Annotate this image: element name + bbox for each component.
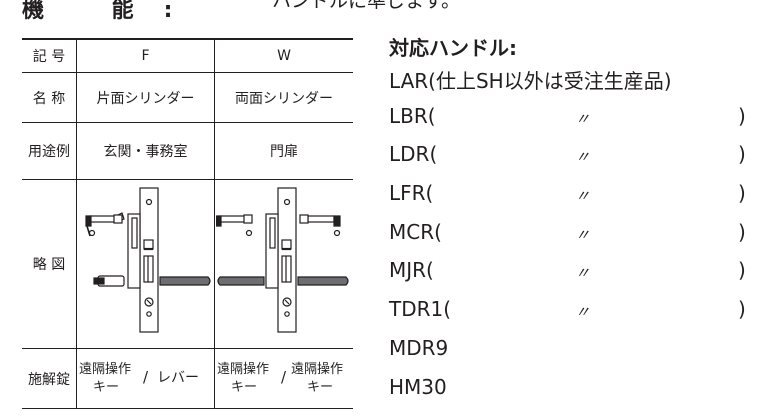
table-rule [22,122,353,123]
section-title: 機 能: [22,0,203,23]
handle-name: LFR( [389,181,434,205]
locking-f-remote: 遠隔操作 [79,362,132,377]
close-paren: ) [738,181,746,205]
handle-name: MDR9 [389,336,449,360]
table-col-divider [76,38,77,408]
close-paren: ) [738,297,746,321]
locking-w-remote-b: 遠隔操作 [291,362,344,377]
handle-item: HM30 [389,375,749,409]
locking-w-key-a: キー [231,380,258,395]
row-label-symbol: 記 号 [32,48,66,65]
handle-name: LDR( [389,142,438,166]
table-rule-bottom [22,408,353,409]
locking-f-lever: レバー [157,370,199,386]
table-rule [22,72,353,73]
close-paren: ) [738,104,746,128]
handle-item: LAR(仕上SH以外は受注生産品) [389,65,749,99]
symbol-f: F [141,47,150,64]
handle-name: MCR( [389,220,442,244]
row-label-diagram: 略 図 [32,257,66,273]
handle-name: TDR1( [389,297,452,321]
usage-f: 玄関・事務室 [103,144,188,160]
table-rule-top [22,38,353,40]
ditto-mark: 〃 [575,148,591,166]
table-rule [22,179,353,180]
handle-item: LFR( 〃 ) [389,181,749,215]
handle-item: TDR1( 〃 ) [389,297,749,331]
lock-diagram-w [216,187,349,333]
locking-w-key-b: キー [307,380,334,395]
handle-item: MCR( 〃 ) [389,220,749,254]
ditto-mark: 〃 [575,303,591,321]
handle-item: MDR9 [389,336,749,370]
close-paren: ) [738,220,746,244]
locking-w: 遠隔操作 キー / 遠隔操作 キー [215,349,353,408]
locking-f: 遠隔操作 キー / レバー [77,349,214,408]
ditto-mark: 〃 [575,110,591,128]
locking-w-sep: / [281,368,287,386]
handle-item: LDR( 〃 ) [389,142,749,176]
row-label-usage: 用途例 [28,144,70,160]
close-paren: ) [738,142,746,166]
name-f: 片面シリンダー [96,90,195,107]
lock-diagram-f [85,187,211,333]
symbol-w: W [277,47,291,64]
handle-item: LBR( 〃 ) [389,104,749,138]
handle-item: MJR( 〃 ) [389,258,749,292]
ditto-mark: 〃 [575,264,591,282]
name-w: 両面シリンダー [235,90,333,107]
ditto-mark: 〃 [575,226,591,244]
ditto-mark: 〃 [575,187,591,205]
usage-w: 門扉 [270,144,298,160]
close-paren: ) [738,258,746,282]
handle-name: LAR(仕上SH以外は受注生産品) [389,69,672,93]
handle-name: MJR( [389,258,434,282]
handles-title: 対応ハンドル: [389,36,517,60]
continued-text: ハンドルに準じます。 [272,0,461,12]
handle-name: LBR( [389,104,436,128]
table-col-divider [214,38,215,408]
row-label-locking: 施解錠 [28,371,70,388]
locking-w-remote-a: 遠隔操作 [217,362,270,377]
row-label-name: 名 称 [32,90,66,107]
locking-f-key: キー [93,380,120,395]
locking-f-sep: / [143,368,149,386]
handle-name: HM30 [389,375,447,399]
table-rule [22,348,353,349]
